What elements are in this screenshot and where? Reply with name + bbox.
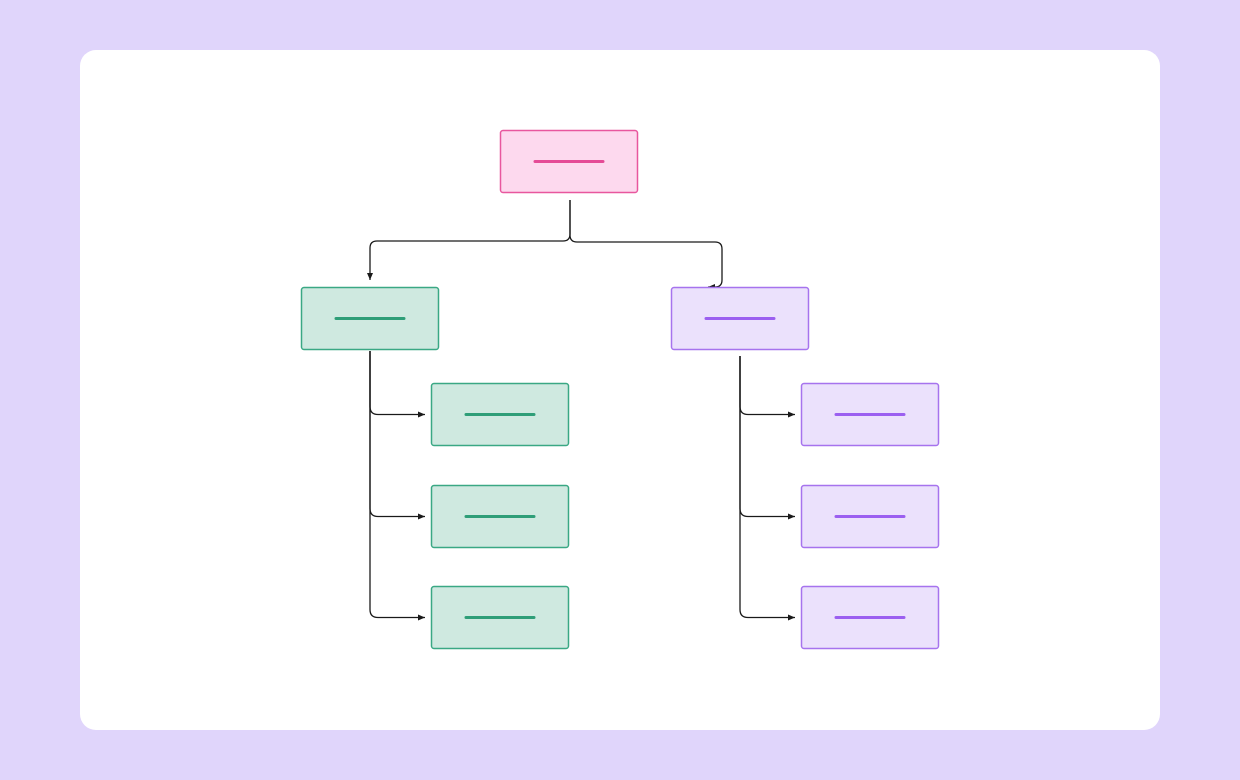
- connector-branch-1-child-3: [369, 351, 425, 621]
- connector-branch-1-child-2: [369, 351, 425, 520]
- connector-root-to-right: [569, 200, 723, 290]
- child-node-2-2[interactable]: [800, 484, 940, 549]
- child-node-2-3[interactable]: [800, 585, 940, 650]
- child-node-1-2[interactable]: [430, 484, 570, 549]
- branch-node-2[interactable]: [670, 286, 810, 351]
- branch-node-1[interactable]: [300, 286, 440, 351]
- child-node-1-3[interactable]: [430, 585, 570, 650]
- child-node-2-1[interactable]: [800, 382, 940, 447]
- connector-root-to-left: [367, 200, 571, 280]
- child-node-1-1[interactable]: [430, 382, 570, 447]
- connector-branch-2-child-3: [739, 356, 795, 621]
- connector-branch-2-child-1: [739, 356, 795, 418]
- connector-branch-1-child-1: [369, 351, 425, 418]
- root-node[interactable]: [499, 129, 639, 194]
- connector-branch-2-child-2: [739, 356, 795, 520]
